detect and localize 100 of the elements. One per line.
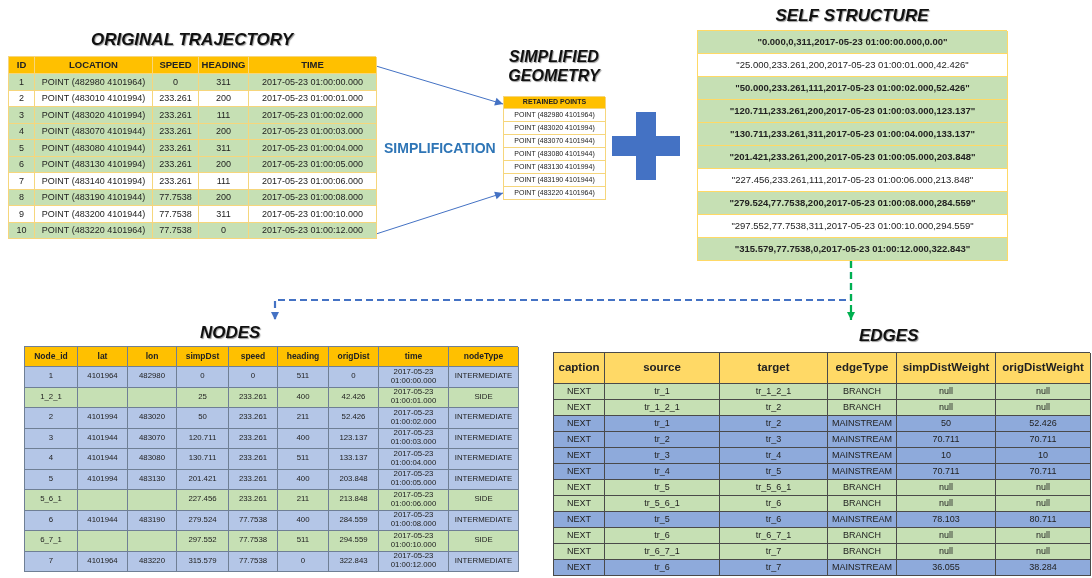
column-header: target (720, 353, 828, 384)
table-cell: 7 (9, 173, 35, 190)
arrow (847, 261, 855, 320)
column-header: LOCATION (35, 57, 153, 74)
table-cell: NEXT (554, 480, 605, 496)
column-header: HEADING (199, 57, 249, 74)
table-cell: null (996, 400, 1091, 416)
table-cell: tr_6_7_1 (720, 528, 828, 544)
table-cell: 10 (897, 448, 996, 464)
table-cell: tr_2 (720, 416, 828, 432)
column-header: heading (278, 347, 329, 367)
table-cell: 1 (9, 74, 35, 91)
table-cell: tr_5 (605, 512, 720, 528)
column-header: caption (554, 353, 605, 384)
table-title: ORIGINAL TRAJECTORY (90, 29, 294, 51)
table-cell: MAINSTREAM (828, 560, 897, 576)
column-header: simpDst (177, 347, 229, 367)
table-cell: tr_5 (720, 464, 828, 480)
table-cell: NEXT (554, 496, 605, 512)
table-cell: NEXT (554, 560, 605, 576)
table-cell: "50.000,233.261,111,2017-05-23 01:00:02.000,52.426" (698, 77, 1008, 100)
table-cell: 3 (9, 107, 35, 124)
table-cell: tr_3 (605, 448, 720, 464)
table-cell: 9 (9, 206, 35, 223)
table-cell: "297.552,77.7538,311,2017-05-23 01:00:10.000,294.559" (698, 215, 1008, 238)
table-cell: tr_7 (720, 544, 828, 560)
table-cell: tr_4 (605, 464, 720, 480)
column-header: speed (229, 347, 278, 367)
table-title: SIMPLIFIED GEOMETRY (507, 46, 602, 86)
column-header: Node_id (25, 347, 78, 367)
table-cell: 70.711 (996, 464, 1091, 480)
table-cell: "279.524,77.7538,200,2017-05-23 01:00:08.000,284.559" (698, 192, 1008, 215)
table-cell: 2017-05-23 01:00:04.000 (249, 140, 377, 157)
table-cell: 80.711 (996, 512, 1091, 528)
table-cell: tr_4 (720, 448, 828, 464)
table-cell: 233.261 (153, 107, 199, 124)
table-cell: 2017-05-23 01:00:06.000 (249, 173, 377, 190)
table-cell: tr_1 (605, 384, 720, 400)
table-cell: tr_1_2_1 (605, 400, 720, 416)
table-cell: MAINSTREAM (828, 512, 897, 528)
table-cell: NEXT (554, 448, 605, 464)
table-cell: 2017-05-23 01:00:02.000 (249, 107, 377, 124)
column-header: origDistWeight (996, 353, 1091, 384)
table-cell: tr_6 (720, 512, 828, 528)
table-cell: 2017-05-23 01:00:10.000 (249, 206, 377, 223)
table-cell: NEXT (554, 512, 605, 528)
table-cell: 311 (199, 206, 249, 223)
column-header: edgeType (828, 353, 897, 384)
table-cell: 70.711 (897, 464, 996, 480)
table-cell: BRANCH (828, 480, 897, 496)
table-cell: tr_7 (720, 560, 828, 576)
table-cell: null (996, 384, 1091, 400)
table-cell: "227.456,233.261,111,2017-05-23 01:00:06.000,213.848" (698, 169, 1008, 192)
table-cell: tr_6 (605, 560, 720, 576)
column-header: source (605, 353, 720, 384)
table-cell: null (996, 544, 1091, 560)
table-cell: NEXT (554, 384, 605, 400)
table-cell: null (897, 544, 996, 560)
table-cell: "25.000,233.261,200,2017-05-23 01:00:01.000,42.426" (698, 54, 1008, 77)
column-header: lat (78, 347, 128, 367)
table-cell: MAINSTREAM (828, 448, 897, 464)
table-cell: BRANCH (828, 496, 897, 512)
table-cell: NEXT (554, 416, 605, 432)
table-cell: 10 (996, 448, 1091, 464)
table-cell: MAINSTREAM (828, 416, 897, 432)
column-header: time (379, 347, 449, 367)
table-title: SELF STRUCTURE (775, 6, 929, 27)
column-header: nodeType (449, 347, 519, 367)
table-cell: 111 (199, 173, 249, 190)
table-cell: 77.7538 (153, 206, 199, 223)
table-cell: 70.711 (996, 432, 1091, 448)
table-cell: 311 (199, 140, 249, 157)
table-cell: null (897, 496, 996, 512)
table-cell: null (897, 384, 996, 400)
table-cell: NEXT (554, 400, 605, 416)
table-cell: "201.421,233.261,200,2017-05-23 01:00:05.000,203.848" (698, 146, 1008, 169)
table-cell: BRANCH (828, 544, 897, 560)
table-cell: null (996, 480, 1091, 496)
table-cell: 311 (199, 74, 249, 91)
table-cell: 111 (199, 107, 249, 124)
table-cell: 78.103 (897, 512, 996, 528)
table-cell: tr_6 (605, 528, 720, 544)
table-cell: tr_1 (605, 416, 720, 432)
table-cell: null (996, 528, 1091, 544)
table-cell: 5 (9, 140, 35, 157)
table-cell: tr_5_6_1 (720, 480, 828, 496)
table-cell: 52.426 (996, 416, 1091, 432)
table-cell: tr_2 (605, 432, 720, 448)
table-cell: tr_5 (605, 480, 720, 496)
table-title: EDGES (859, 325, 919, 347)
table-cell: 233.261 (153, 173, 199, 190)
table-cell: "120.711,233.261,200,2017-05-23 01:00:03.000,123.137" (698, 100, 1008, 123)
arrow (375, 191, 504, 235)
table-cell: null (897, 400, 996, 416)
table-cell: 233.261 (153, 140, 199, 157)
table-cell: BRANCH (828, 528, 897, 544)
table-cell: 70.711 (897, 432, 996, 448)
table-cell: 0 (153, 74, 199, 91)
table-cell: POINT (483080 4101944) (35, 140, 153, 157)
table-cell: POINT (482980 4101964) (35, 74, 153, 91)
